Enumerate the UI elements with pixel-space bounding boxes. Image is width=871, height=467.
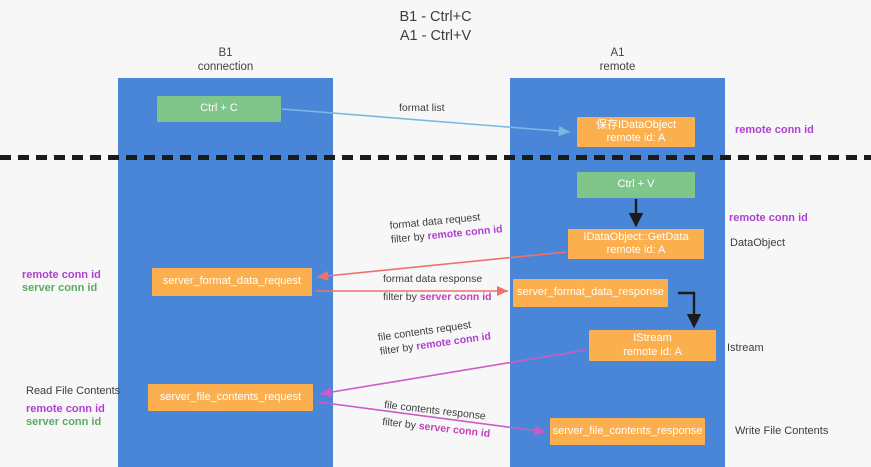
page-title-line-2: A1 - Ctrl+V (399, 28, 472, 44)
column-header-b1-name: B1 (218, 47, 233, 59)
annotation-left-bot-remote-conn-id: remote conn id (26, 403, 105, 415)
node-idataobject-getdata[interactable]: IDataObject::GetData remote id: A (568, 229, 704, 259)
annotation-istream: Istream (727, 342, 764, 354)
node-ctrl-v-label: Ctrl + V (617, 178, 655, 191)
page-title: B1 - Ctrl+C A1 - Ctrl+V (0, 8, 871, 46)
edge-label-format-data-response-line2: filter by server conn id (383, 290, 492, 304)
annotation-left-mid-remote-conn-id: remote conn id (22, 269, 101, 281)
column-header-a1-name: A1 (610, 47, 625, 59)
node-istream-subtitle: remote id: A (623, 345, 682, 358)
node-idataobject-title: 保存IDataObject (595, 118, 677, 131)
annotation-read-file-contents: Read File Contents (26, 385, 121, 397)
edge-format-data-request (316, 251, 567, 281)
node-server-format-data-request-label: server_format_data_request (162, 275, 302, 288)
column-header-b1: B1 connection (118, 46, 333, 74)
node-ctrl-v[interactable]: Ctrl + V (577, 172, 695, 198)
node-server-format-data-request[interactable]: server_format_data_request (152, 268, 312, 296)
node-istream[interactable]: IStream remote id: A (589, 330, 716, 361)
edge-label-format-data-request-prefix: filter by (390, 230, 429, 246)
edge-label-file-contents-response-prefix: filter by (381, 415, 420, 432)
edge-format-response-to-istream (678, 291, 702, 329)
node-ctrl-c[interactable]: Ctrl + C (157, 96, 281, 122)
node-server-format-data-response[interactable]: server_format_data_response (513, 279, 668, 307)
annotation-left-mid-server-conn-id: server conn id (22, 282, 98, 294)
column-header-a1-role: remote (599, 61, 636, 73)
annotation-dataobject: DataObject (730, 237, 786, 249)
edge-file-contents-response (317, 401, 547, 436)
node-server-file-contents-request-label: server_file_contents_request (159, 390, 302, 403)
edge-label-format-list: format list (399, 102, 445, 114)
edge-label-format-data-response-key: server conn id (419, 291, 492, 303)
page-title-line-1: B1 - Ctrl+C (399, 9, 472, 25)
edge-label-format-data-response-prefix: filter by (383, 291, 420, 303)
node-server-file-contents-response-label: server_file_contents_response (552, 424, 703, 437)
edge-label-format-data-response: format data response filter by server co… (383, 272, 492, 304)
node-istream-title: IStream (633, 332, 672, 344)
column-header-b1-role: connection (197, 61, 254, 73)
column-header-a1: A1 remote (510, 46, 725, 74)
node-idataobject-subtitle: remote id: A (606, 132, 666, 144)
annotation-right-top-remote-conn-id: remote conn id (735, 124, 814, 136)
edge-label-format-data-response-line1: format data response (383, 273, 483, 285)
annotation-left-bot-server-conn-id: server conn id (26, 416, 102, 428)
edge-format-list (281, 108, 571, 137)
node-server-format-data-response-label: server_format_data_response (517, 286, 664, 299)
node-server-file-contents-response[interactable]: server_file_contents_response (550, 418, 705, 445)
node-idataobject[interactable]: 保存IDataObject remote id: A (577, 117, 695, 147)
node-idataobject-getdata-title: IDataObject::GetData (583, 230, 689, 243)
node-idataobject-getdata-subtitle: remote id: A (606, 244, 666, 256)
annotation-right-mid-remote-conn-id: remote conn id (729, 212, 808, 224)
annotation-write-file-contents: Write File Contents (735, 425, 829, 437)
phase-divider (0, 155, 871, 160)
edge-file-contents-request (319, 349, 587, 398)
node-server-file-contents-request[interactable]: server_file_contents_request (148, 384, 313, 411)
node-ctrl-c-label: Ctrl + C (200, 102, 238, 115)
